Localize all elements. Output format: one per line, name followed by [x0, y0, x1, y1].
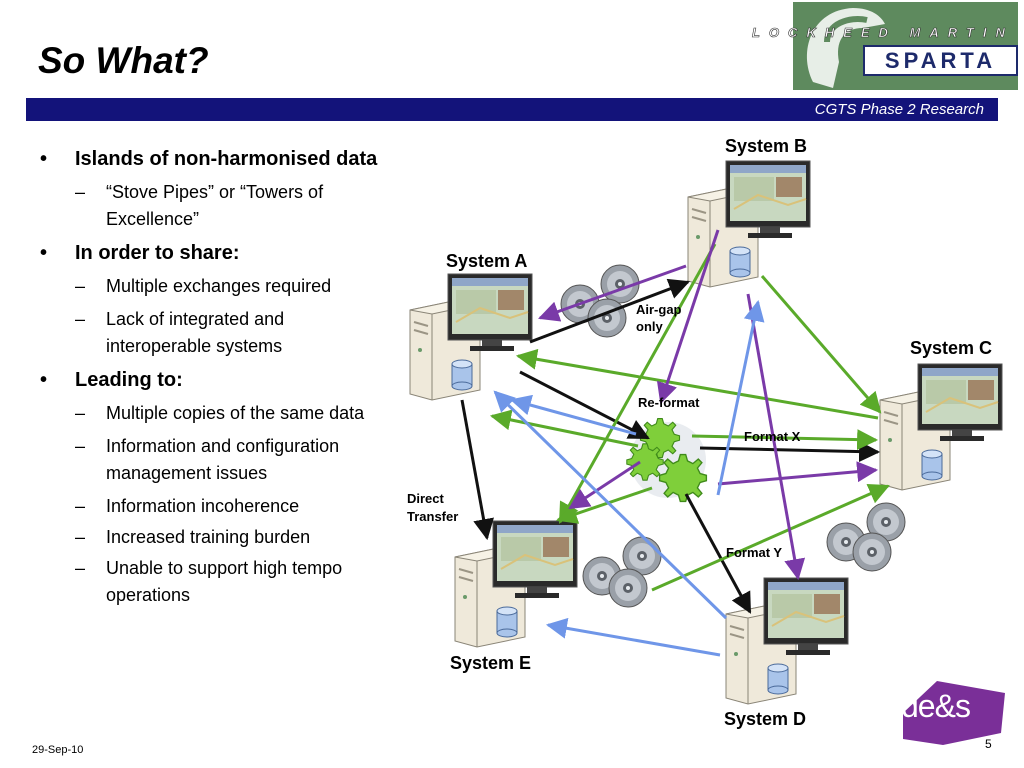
direct-transfer-label-line2: Transfer — [407, 509, 458, 524]
system-c-label: System C — [910, 338, 992, 358]
sub-bullet-item: –Information incoherence — [75, 496, 300, 516]
footer-date: 29-Sep-10 — [32, 744, 84, 756]
format-x-label: Format X — [744, 429, 801, 444]
des-logo — [903, 681, 1005, 745]
page-number: 5 — [985, 737, 992, 751]
lockheed-martin-wordmark: LOCKHEED MARTIN — [752, 25, 1014, 41]
disc-stack-icon — [826, 502, 906, 572]
system-a-computer-icon — [409, 273, 533, 401]
purple-exchange-arrows — [538, 229, 879, 581]
air-gap-label-line2: only — [636, 319, 663, 334]
sub-bullet-text: Lack of integrated and interoperable sys… — [106, 309, 285, 356]
direct-transfer-arrows — [460, 278, 881, 614]
des-logo-text: de&s — [901, 688, 971, 724]
sub-bullet-text: Multiple copies of the same data — [106, 403, 365, 423]
sub-bullet-item: –“Stove Pipes” or “Towers of Excellence” — [75, 182, 324, 229]
disc-stack-icon — [582, 536, 662, 608]
blue-exchange-arrows — [493, 299, 765, 657]
page-title: So What? — [38, 40, 209, 81]
sparta-wordmark: SPARTA — [863, 45, 1018, 76]
sub-bullet-text: Increased training burden — [106, 527, 311, 547]
bullet-item: Islands of non-harmonised data — [34, 145, 384, 173]
system-e-label: System E — [450, 653, 531, 673]
sub-bullet-item: –Unable to support high tempo operations — [75, 558, 343, 605]
sub-bullet-text: “Stove Pipes” or “Towers of Excellence” — [106, 182, 324, 229]
green-exchange-arrows — [489, 243, 890, 592]
system-a-label: System A — [446, 251, 527, 271]
reformat-gears-icon — [626, 417, 708, 503]
spartan-helmet-icon — [806, 8, 885, 88]
direct-transfer-label: Direct — [407, 491, 445, 506]
reformat-label: Re-format — [638, 395, 700, 410]
banner-title: CGTS Phase 2 Research — [814, 101, 984, 118]
system-c-computer-icon — [879, 363, 1003, 491]
sub-bullet-text: Unable to support high tempo operations — [106, 558, 343, 605]
bullet-item: In order to share: — [34, 239, 384, 267]
system-d-label: System D — [724, 709, 806, 729]
header-banner: CGTS Phase 2 Research — [26, 98, 998, 121]
sub-bullet-item: –Multiple copies of the same data — [75, 403, 365, 423]
sub-bullet-item: –Multiple exchanges required — [75, 276, 332, 296]
sub-bullet-text: Information and configuration management… — [106, 436, 340, 483]
system-d-computer-icon — [725, 577, 849, 705]
air-gap-label: Air-gap — [636, 302, 682, 317]
sub-bullet-text: Information incoherence — [106, 496, 300, 516]
sparta-text: SPARTA — [884, 48, 997, 73]
bullet-list: Islands of non-harmonised data –“Stove P… — [34, 145, 384, 615]
bullet-item: Leading to: — [34, 366, 384, 394]
format-y-label: Format Y — [726, 545, 782, 560]
sub-bullet-item: –Increased training burden — [75, 527, 311, 547]
sub-bullet-text: Multiple exchanges required — [106, 276, 332, 296]
system-b-label: System B — [725, 136, 807, 156]
sub-bullet-item: –Lack of integrated and interoperable sy… — [75, 309, 285, 356]
sub-bullet-item: –Information and configuration managemen… — [75, 436, 340, 483]
